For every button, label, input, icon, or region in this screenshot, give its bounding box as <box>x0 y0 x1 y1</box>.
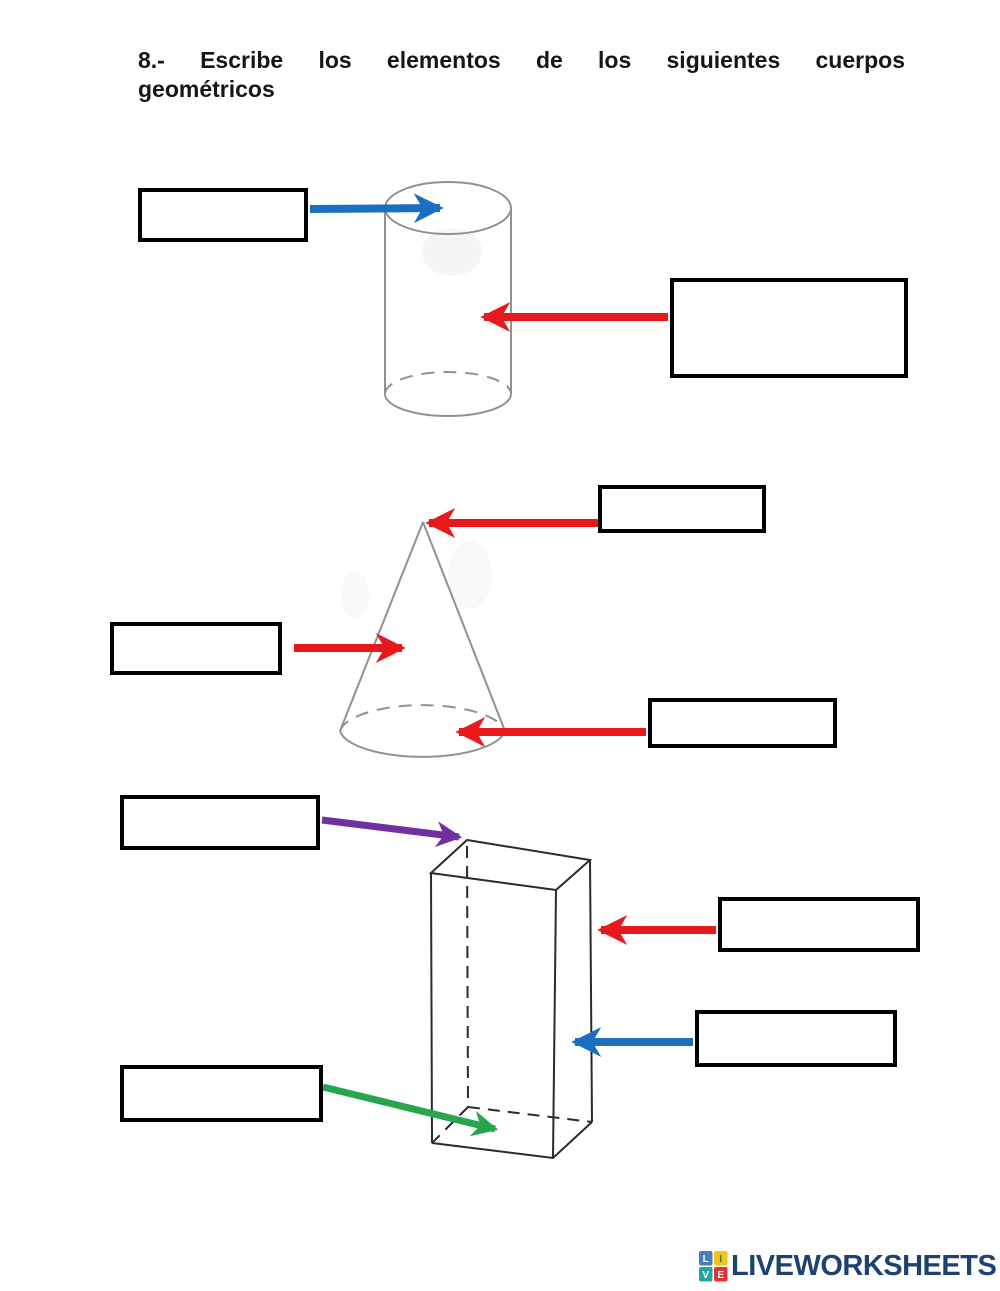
cone-figure <box>339 521 506 758</box>
svg-text:E: E <box>717 1270 724 1281</box>
prism-top-arrow <box>321 816 463 848</box>
exercise-title: 8.- Escribe los elementos de los siguien… <box>138 46 905 104</box>
svg-text:L: L <box>703 1254 709 1265</box>
answer-box-cone-base[interactable] <box>648 698 837 748</box>
rectangular-prism-figure <box>428 838 593 1160</box>
cylinder-figure <box>384 181 512 417</box>
answer-box-cylinder-side[interactable] <box>670 278 908 378</box>
exercise-title-line-2: geométricos <box>138 76 275 102</box>
answer-box-prism-bottom[interactable] <box>120 1065 323 1122</box>
liveworksheets-logo[interactable]: L I V E LIVEWORKSHEETS <box>699 1250 997 1283</box>
answer-box-cylinder-top[interactable] <box>138 188 308 242</box>
svg-text:I: I <box>719 1254 722 1265</box>
pointer-arrows <box>294 193 716 1137</box>
answer-box-cone-side[interactable] <box>110 622 282 675</box>
liveworksheets-squares-icon: L I V E <box>699 1251 728 1282</box>
answer-box-prism-right-lower[interactable] <box>695 1010 897 1067</box>
svg-text:V: V <box>702 1270 709 1281</box>
watermark-smudges <box>341 228 492 619</box>
answer-box-prism-top[interactable] <box>120 795 320 850</box>
answer-box-prism-right-upper[interactable] <box>718 897 920 952</box>
answer-box-cone-apex[interactable] <box>598 485 766 533</box>
cylinder-top-arrow <box>309 193 444 224</box>
liveworksheets-wordmark: LIVEWORKSHEETS <box>731 1250 997 1282</box>
exercise-title-line-1: 8.- Escribe los elementos de los siguien… <box>138 47 905 73</box>
prism-base-arrow <box>322 1083 499 1137</box>
